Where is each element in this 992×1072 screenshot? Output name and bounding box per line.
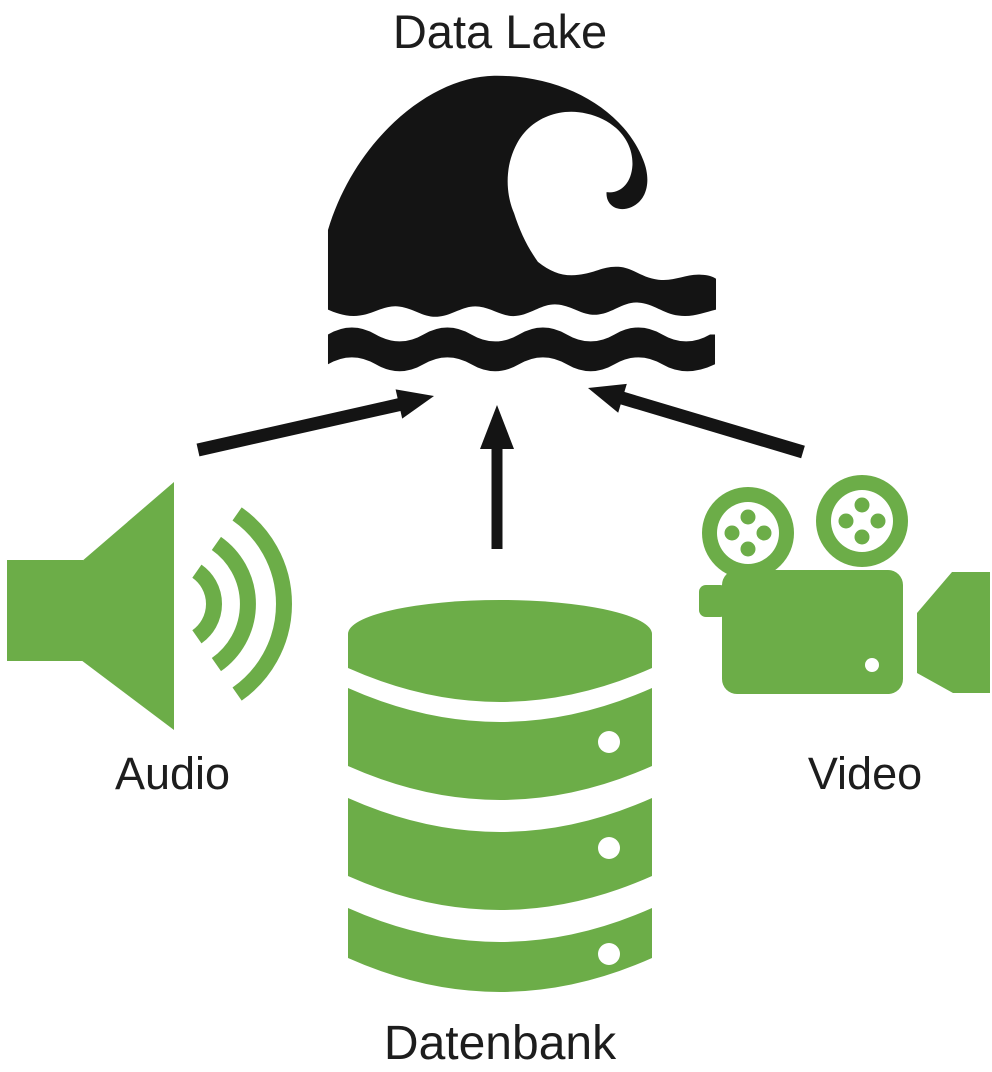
datenbank-label: Datenbank	[383, 1017, 617, 1070]
speaker-sound-icon	[5, 480, 310, 732]
film-camera-icon	[697, 458, 992, 698]
arrow-datenbank-to-datalake	[478, 403, 516, 551]
arrow-video-to-datalake	[580, 380, 810, 460]
data-lake-title: Data Lake	[392, 5, 608, 58]
wave-icon	[325, 70, 718, 382]
audio-label: Audio	[114, 748, 231, 799]
video-label: Video	[807, 748, 923, 799]
arrow-audio-to-datalake	[190, 384, 440, 464]
database-icon	[345, 598, 655, 998]
